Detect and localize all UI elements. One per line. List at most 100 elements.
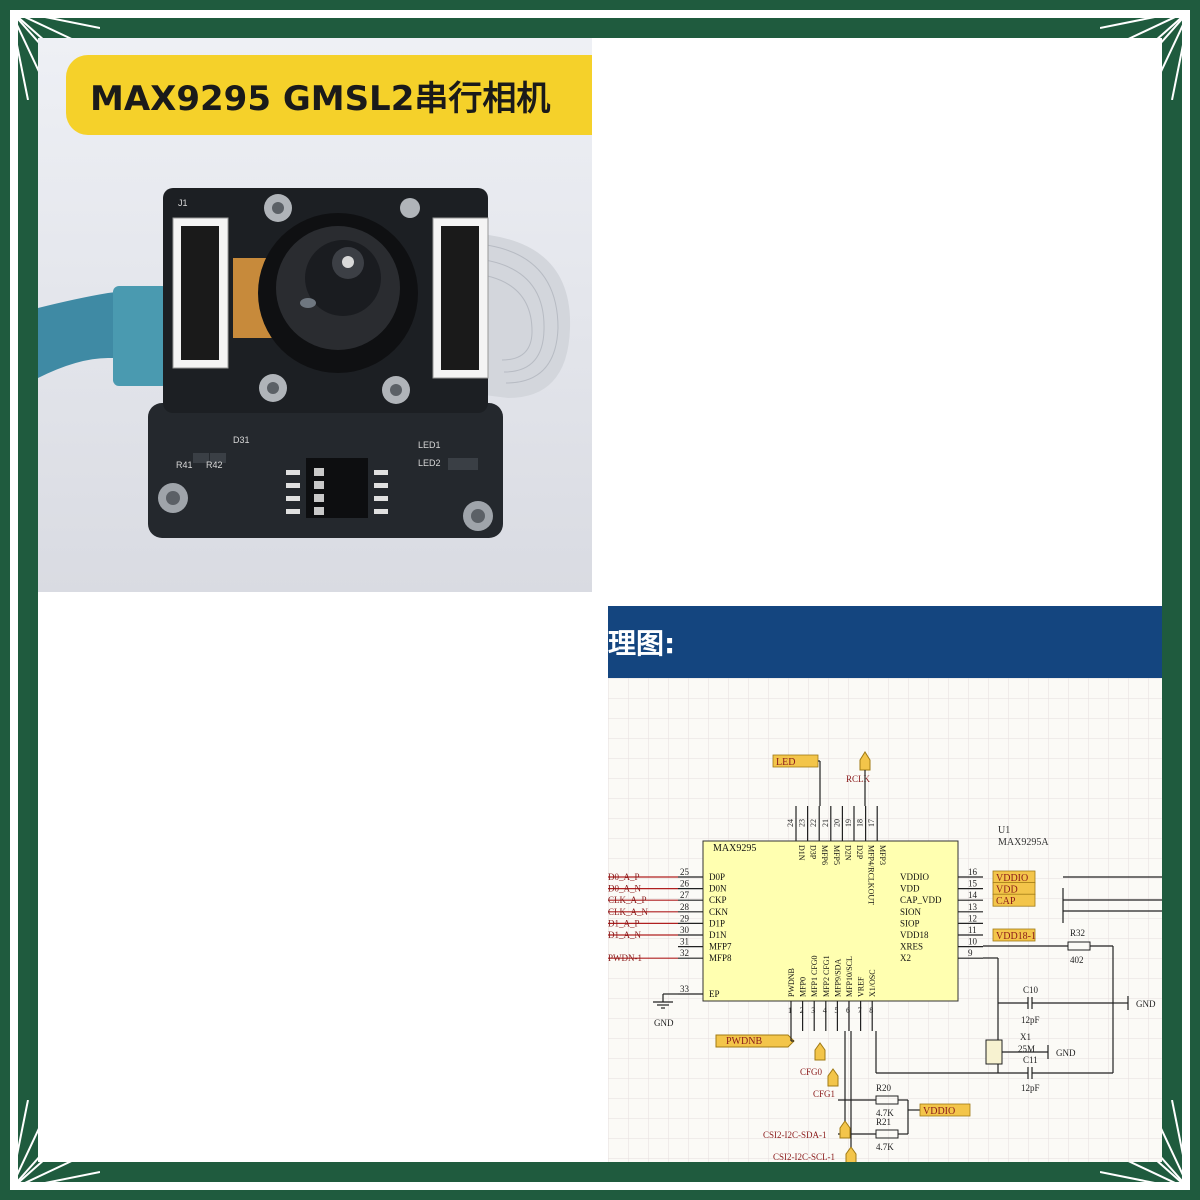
net-vdd18: VDD18-1 bbox=[996, 931, 1036, 942]
pin-name: SIOP bbox=[900, 918, 920, 928]
pin-number: 21 bbox=[821, 819, 830, 827]
pin-name: EP bbox=[709, 989, 720, 999]
pin-number: 15 bbox=[968, 879, 978, 889]
pin-name: X2 bbox=[900, 953, 911, 963]
pin-number: 17 bbox=[867, 819, 876, 827]
sda-port bbox=[839, 1120, 851, 1139]
net-label: D1_A_P bbox=[608, 918, 640, 928]
cfg1-port bbox=[827, 1068, 839, 1087]
net-vddio-pullup: VDDIO bbox=[923, 1106, 955, 1117]
product-title: MAX9295 GMSL2串行相机 bbox=[90, 78, 551, 119]
net-vdd: VDD bbox=[996, 885, 1018, 896]
pin-number: 12 bbox=[968, 913, 977, 923]
chip-name: MAX9295 bbox=[713, 843, 756, 854]
pin-name: SION bbox=[900, 907, 922, 917]
net-label: CLK_A_N bbox=[608, 907, 648, 917]
r20-value: 4.7K bbox=[876, 1108, 894, 1118]
pin-number: 5 bbox=[834, 1006, 838, 1015]
c10-ref: C10 bbox=[1023, 985, 1039, 995]
pin-number: 10 bbox=[968, 937, 978, 947]
scl-port bbox=[845, 1146, 857, 1162]
pin-name: MFP9/SDA bbox=[833, 959, 842, 997]
pin-name: MFP4/RCLKOUT bbox=[867, 845, 876, 905]
pin-name: CKP bbox=[709, 895, 727, 905]
pin-name: D2P bbox=[855, 845, 864, 860]
c11-ref: C11 bbox=[1023, 1055, 1038, 1065]
silkscreen-d31: D31 bbox=[233, 435, 250, 445]
pin-number: 4 bbox=[823, 1006, 827, 1015]
pin-number: 19 bbox=[844, 819, 853, 827]
rclk-port bbox=[859, 751, 871, 771]
pin-name: VDD bbox=[900, 884, 920, 894]
corner-ornament-bottom-left bbox=[10, 1100, 100, 1190]
pin-number: 18 bbox=[856, 819, 865, 827]
r21-value: 4.7K bbox=[876, 1142, 894, 1152]
pin-name: MFP1 CFG0 bbox=[810, 955, 819, 997]
ground-label: GND bbox=[1136, 999, 1156, 1009]
pin-name: MFP7 bbox=[709, 942, 732, 952]
pin-name: D2N bbox=[843, 845, 852, 861]
pin-name: MFP0 bbox=[799, 977, 808, 997]
net-cfg1: CFG1 bbox=[813, 1089, 835, 1099]
pin-name: MFP6 bbox=[820, 845, 829, 865]
corner-ornament-top-right bbox=[1100, 10, 1190, 100]
pin-name: D1N bbox=[709, 930, 727, 940]
fakra-connector bbox=[113, 286, 168, 386]
pin-name: VREF bbox=[857, 976, 866, 997]
pin-number: 16 bbox=[968, 867, 978, 877]
ground-label: GND bbox=[654, 1018, 674, 1028]
net-label: D1_A_N bbox=[608, 930, 641, 940]
product-title-banner: MAX9295 GMSL2串行相机 bbox=[66, 55, 592, 135]
pin-name: VDDIO bbox=[900, 872, 929, 882]
pin-name: CAP_VDD bbox=[900, 895, 942, 905]
pin-number: 26 bbox=[680, 879, 690, 889]
net-label: CLK_A_P bbox=[608, 895, 647, 905]
pin-number: 22 bbox=[809, 819, 818, 827]
net-vdd18-flag bbox=[992, 928, 1036, 942]
net-label: PWDN-1 bbox=[608, 953, 642, 963]
net-led: LED bbox=[776, 757, 795, 768]
r32-ref: R32 bbox=[1070, 928, 1085, 938]
pin-name: MFP5 bbox=[832, 845, 841, 865]
chip-body bbox=[702, 840, 959, 1002]
pin-number: 8 bbox=[869, 1006, 873, 1015]
net-cfg0: CFG0 bbox=[800, 1067, 823, 1077]
r32-value: 402 bbox=[1070, 955, 1084, 965]
pin-name: D1P bbox=[709, 918, 725, 928]
pin-name: D0P bbox=[709, 872, 725, 882]
pin-number: 25 bbox=[680, 867, 690, 877]
pin-number: 28 bbox=[680, 902, 690, 912]
pin-name: PWDNB bbox=[787, 968, 796, 997]
pin-name: CKN bbox=[709, 907, 729, 917]
pin-number: 14 bbox=[968, 890, 978, 900]
schematic-header: 理图: bbox=[608, 606, 1162, 678]
pin-number: 3 bbox=[811, 1006, 815, 1015]
x1-ref: X1 bbox=[1020, 1032, 1031, 1042]
net-cap_vdd-flag bbox=[992, 893, 1036, 907]
schematic-heading: 理图: bbox=[608, 627, 676, 660]
net-rclk: RCLK bbox=[846, 774, 871, 784]
net-cap_vdd: CAP bbox=[996, 896, 1016, 907]
ribbon-cable bbox=[468, 233, 571, 398]
net-label: D0_A_P bbox=[608, 872, 640, 882]
chip-ref: U1 bbox=[998, 825, 1010, 836]
net-scl: CSI2-I2C-SCL-1 bbox=[773, 1152, 835, 1162]
net-vddio-pullup-flag bbox=[919, 1103, 971, 1117]
pin-number: 32 bbox=[680, 948, 689, 958]
c10-value: 12pF bbox=[1021, 1015, 1040, 1025]
chip-part: MAX9295A bbox=[998, 837, 1049, 848]
pin-name: D0N bbox=[709, 884, 727, 894]
pin-name: X1/OSC bbox=[868, 969, 877, 997]
pin-name: D3P bbox=[809, 845, 818, 860]
pin-name: VDD18 bbox=[900, 930, 929, 940]
pin-number: 2 bbox=[800, 1006, 804, 1015]
net-pwdnb: PWDNB bbox=[726, 1036, 762, 1047]
net-sda: CSI2-I2C-SDA-1 bbox=[763, 1130, 827, 1140]
silkscreen-r42: R42 bbox=[206, 460, 223, 470]
r21-ref: R21 bbox=[876, 1117, 891, 1127]
net-vddio: VDDIO bbox=[996, 873, 1028, 884]
pin-number: 23 bbox=[798, 819, 807, 827]
pin-number: 20 bbox=[832, 819, 841, 827]
pin-name: D1N bbox=[797, 845, 806, 861]
x1-body bbox=[985, 1039, 1003, 1065]
